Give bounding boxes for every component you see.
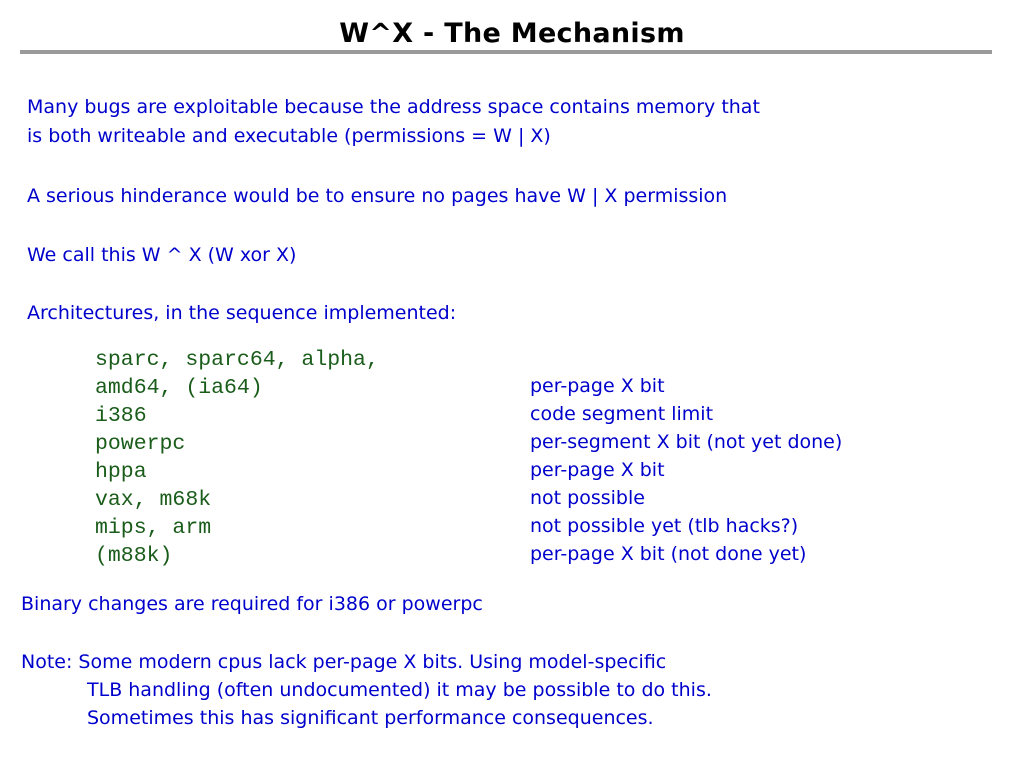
intro-line-2: is both writeable and executable (permis… xyxy=(27,125,551,147)
hindrance-paragraph: A serious hinderance would be to ensure … xyxy=(27,185,728,207)
mechanism-description: code segment limit xyxy=(530,403,714,425)
note-line-1: Note: Some modern cpus lack per-page X b… xyxy=(21,651,667,673)
mechanism-description: not possible xyxy=(530,487,645,509)
mechanism-description: per-page X bit xyxy=(530,375,665,397)
note-paragraph: Note: Some modern cpus lack per-page X b… xyxy=(21,648,712,732)
naming-paragraph: We call this W ^ X (W xor X) xyxy=(27,244,297,266)
mechanism-description: per-page X bit xyxy=(530,459,665,481)
intro-line-1: Many bugs are exploitable because the ad… xyxy=(27,96,760,118)
title-divider xyxy=(20,50,992,54)
mechanism-description: not possible yet (tlb hacks?) xyxy=(530,515,799,537)
architecture-name: amd64, (ia64) xyxy=(95,376,263,400)
slide-title: W^X - The Mechanism xyxy=(339,18,685,49)
architecture-name: hppa xyxy=(95,460,147,484)
architecture-name: vax, m68k xyxy=(95,488,212,512)
mechanism-list: per-page X bit code segment limit per-se… xyxy=(530,372,842,568)
binary-changes-paragraph: Binary changes are required for i386 or … xyxy=(21,593,483,615)
architecture-list: sparc, sparc64, alpha, amd64, (ia64) i38… xyxy=(95,346,379,570)
note-line-3: Sometimes this has significant performan… xyxy=(87,707,654,729)
architecture-name: i386 xyxy=(95,404,147,428)
note-line-2: TLB handling (often undocumented) it may… xyxy=(87,679,712,701)
architecture-name: mips, arm xyxy=(95,516,212,540)
mechanism-description: per-segment X bit (not yet done) xyxy=(530,431,843,453)
architecture-name: powerpc xyxy=(95,432,186,456)
mechanism-description: per-page X bit (not done yet) xyxy=(530,543,807,565)
architecture-name: sparc, sparc64, alpha, xyxy=(95,348,379,372)
architecture-name: (m88k) xyxy=(95,544,173,568)
intro-paragraph: Many bugs are exploitable because the ad… xyxy=(27,93,760,151)
architectures-heading: Architectures, in the sequence implement… xyxy=(27,302,457,324)
